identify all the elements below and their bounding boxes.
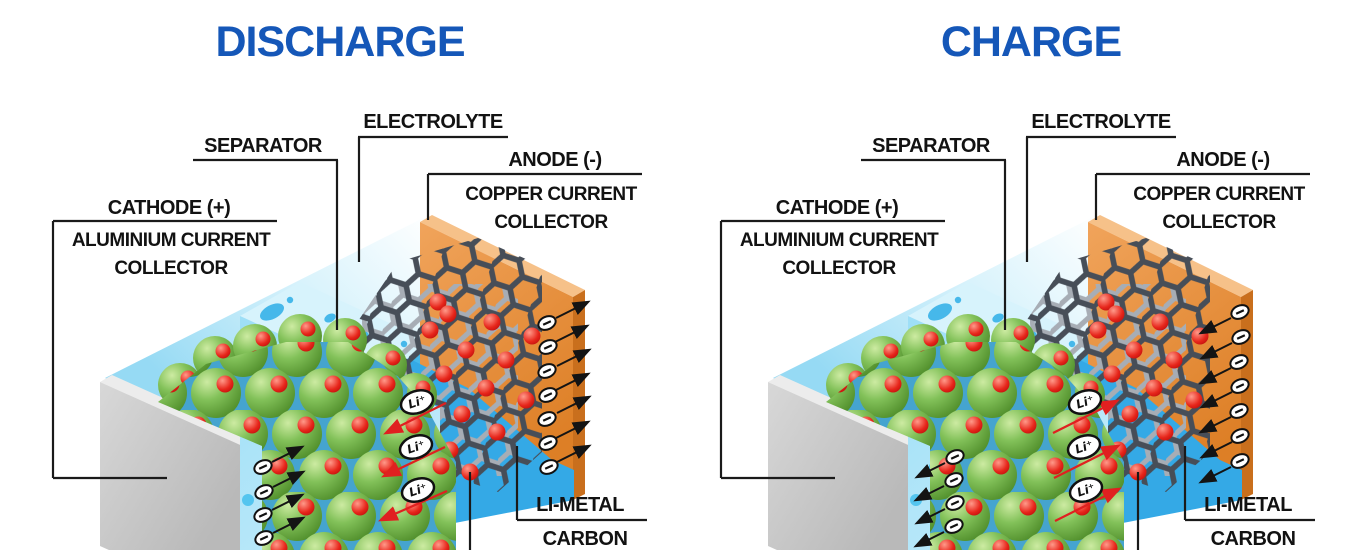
electrolyte-label: ELECTROLYTE	[363, 111, 502, 133]
aluminium-collector-label-line1: ALUMINIUM CURRENT	[740, 230, 939, 251]
charge-title: CHARGE	[941, 18, 1121, 66]
anode-label: ANODE (-)	[1176, 149, 1269, 171]
li-ion-label: Li⁺	[1075, 480, 1097, 499]
separator-label: SEPARATOR	[872, 135, 991, 157]
copper-collector-label-line1: COPPER CURRENT	[1133, 184, 1305, 205]
copper-collector-label-line1: COPPER CURRENT	[465, 184, 637, 205]
anode-label: ANODE (-)	[508, 149, 601, 171]
cathode-label: CATHODE (+)	[776, 197, 898, 219]
li-metal-label: LI-METAL	[1204, 494, 1292, 516]
discharge-labels: ELECTROLYTE SEPARATOR ANODE (-) COPPER C…	[72, 111, 638, 550]
charge-ion-flow	[1052, 399, 1122, 522]
separator-label: SEPARATOR	[204, 135, 323, 157]
li-ion-label: Li⁺	[1073, 437, 1095, 456]
charge-panel: CHARGE	[721, 18, 1315, 550]
discharge-title: DISCHARGE	[215, 18, 464, 66]
copper-collector-label-line2: COLLECTOR	[1162, 212, 1276, 233]
carbon-label: CARBON	[543, 528, 628, 550]
cathode-label: CATHODE (+)	[108, 197, 230, 219]
li-ion-label: Li⁺	[405, 437, 427, 456]
carbon-label: CARBON	[1211, 528, 1296, 550]
charge-electron-flow	[913, 317, 1233, 548]
li-ion-label: Li⁺	[406, 392, 428, 411]
charge-labels: ELECTROLYTE SEPARATOR ANODE (-) COPPER C…	[740, 111, 1306, 550]
aluminium-collector-label-line2: COLLECTOR	[114, 258, 228, 279]
aluminium-collector-label-line1: ALUMINIUM CURRENT	[72, 230, 271, 251]
discharge-li-ion-tokens: Li⁺ Li⁺ Li⁺	[395, 384, 439, 508]
aluminium-collector-label-line2: COLLECTOR	[782, 258, 896, 279]
discharge-panel: DISCHARGE	[53, 18, 647, 550]
copper-collector-label-line2: COLLECTOR	[494, 212, 608, 233]
electrolyte-label: ELECTROLYTE	[1031, 111, 1170, 133]
li-metal-label: LI-METAL	[536, 494, 624, 516]
discharge-ion-flow	[377, 402, 448, 522]
charge-li-ion-tokens: Li⁺ Li⁺ Li⁺	[1063, 384, 1107, 508]
li-ion-label: Li⁺	[407, 480, 429, 499]
li-ion-label: Li⁺	[1074, 392, 1096, 411]
discharge-electron-flow	[271, 300, 592, 534]
